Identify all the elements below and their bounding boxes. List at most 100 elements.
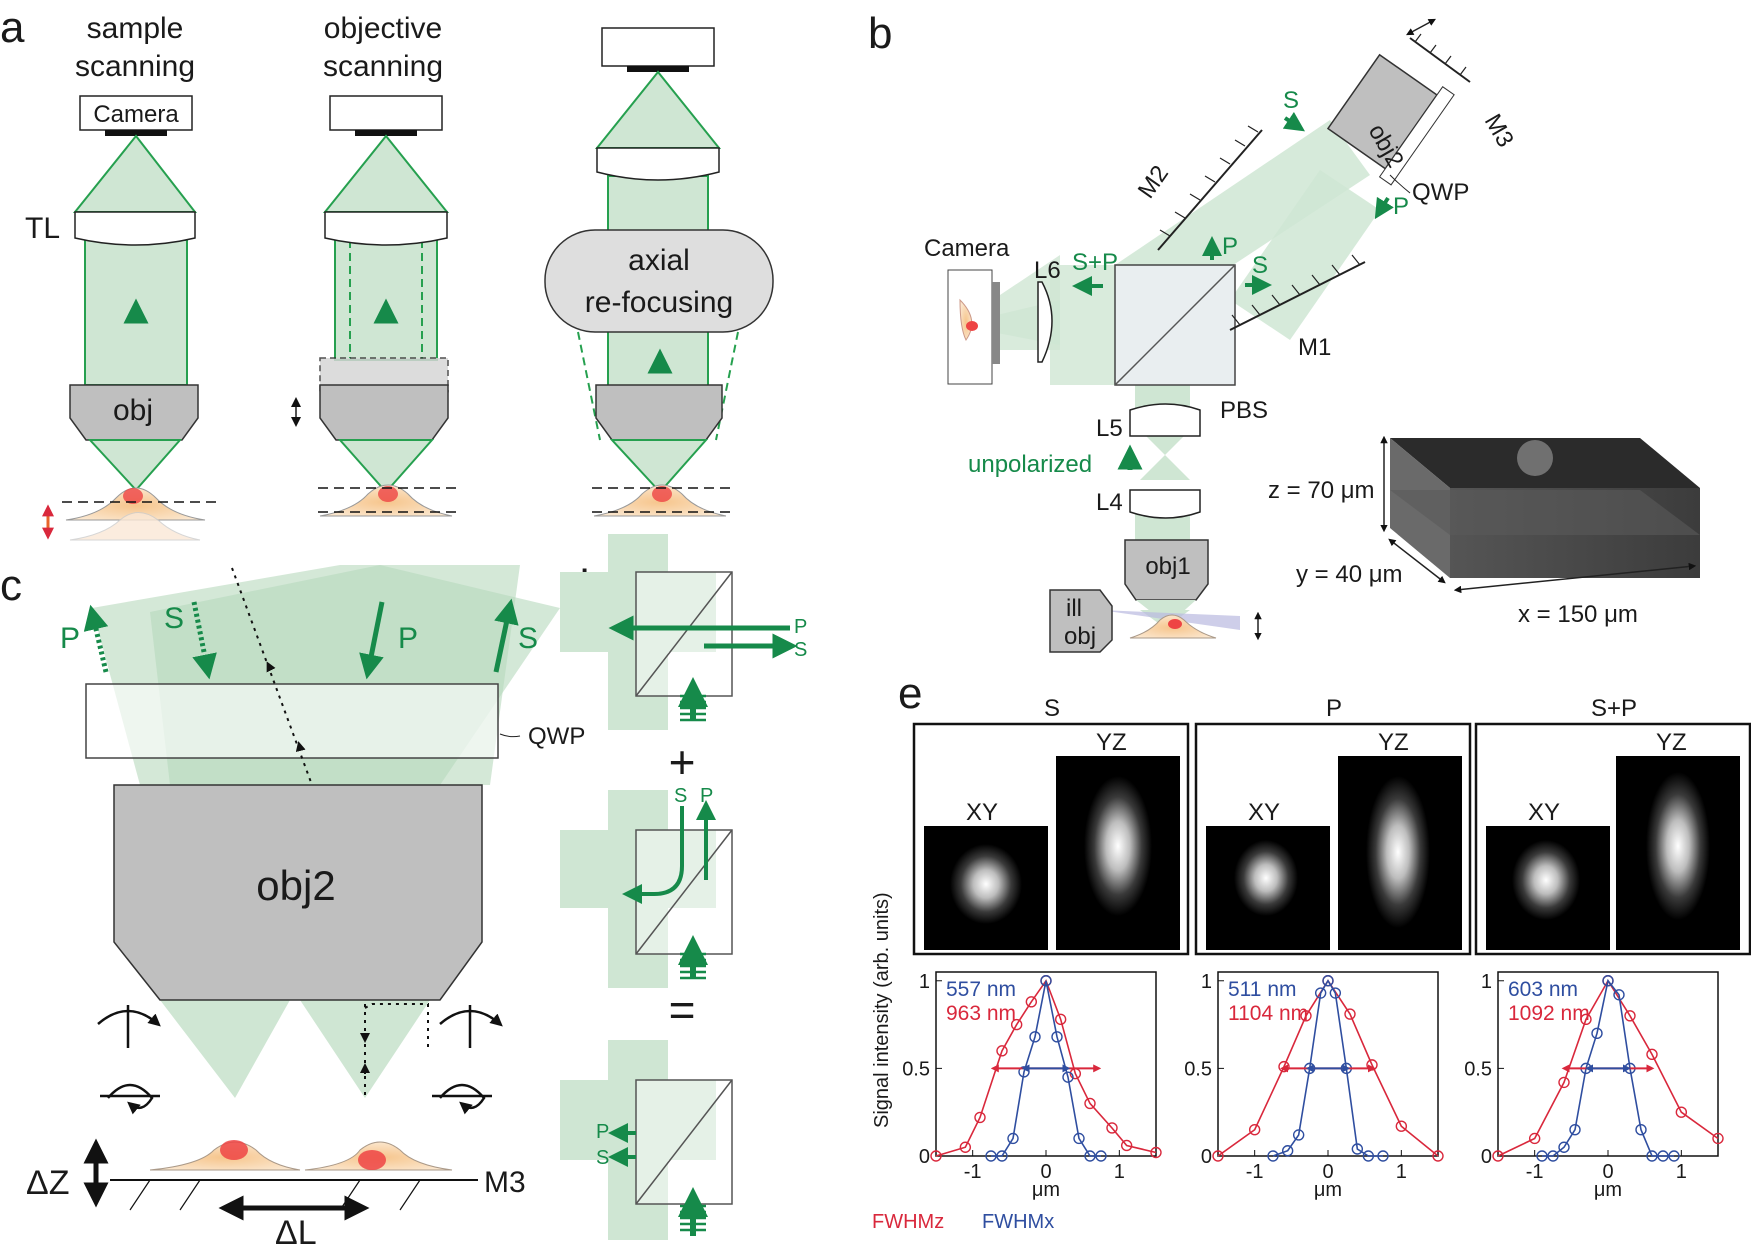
x-tick-label: 0 xyxy=(1040,1161,1051,1183)
data-point xyxy=(974,1111,986,1124)
data-point xyxy=(1120,1139,1133,1152)
l6-label: L6 xyxy=(1034,257,1061,284)
unpolarized-label: unpolarized xyxy=(968,451,1092,478)
data-point xyxy=(1536,1150,1548,1162)
y-tick-label: 1 xyxy=(1481,971,1492,993)
camera-box-2 xyxy=(329,95,443,131)
panel-a-letter: a xyxy=(0,3,25,52)
obj2-c xyxy=(113,784,483,1001)
cone-right xyxy=(300,1000,430,1098)
data-point xyxy=(1624,1010,1636,1022)
data-point xyxy=(1558,1076,1570,1089)
data-point xyxy=(1569,1124,1581,1136)
data-point xyxy=(1040,975,1052,987)
series-line-fwhmx xyxy=(991,980,1101,1157)
yz-spot-s xyxy=(1084,776,1152,916)
volume-cell-image xyxy=(1517,440,1553,476)
legend-fwhmx: FWHMx xyxy=(982,1211,1054,1233)
mirror-m1 xyxy=(1229,261,1366,331)
ray-arrow-1 xyxy=(266,661,276,673)
col2-title-line1: objective xyxy=(324,12,442,45)
data-point xyxy=(1248,1124,1261,1136)
obj1-label: obj1 xyxy=(1145,553,1190,580)
data-point xyxy=(1051,1031,1063,1043)
beam-sample-2 xyxy=(337,439,435,494)
beam-focus-2 xyxy=(322,134,450,213)
s-label-d3: S xyxy=(596,1147,609,1169)
data-point xyxy=(996,1150,1008,1162)
tube-lens-2 xyxy=(324,211,448,246)
col1-title-line1: sample xyxy=(87,12,184,45)
refocus-line1: axial xyxy=(628,244,690,277)
tl-label: TL xyxy=(25,212,60,245)
nucleus xyxy=(123,488,143,504)
tube-lens-3 xyxy=(596,147,720,181)
objective-scanning-diagram xyxy=(291,95,458,517)
ray-arrow-2 xyxy=(295,741,306,753)
y-tick-label: 0 xyxy=(1481,1146,1492,1168)
xy-spot-sp xyxy=(1512,840,1580,920)
data-point xyxy=(1528,1132,1541,1145)
objective-2 xyxy=(319,384,449,441)
data-point xyxy=(1073,1132,1085,1145)
camera-box xyxy=(79,95,193,131)
x-axis-label: μm xyxy=(1594,1179,1622,1201)
rotate-icon-4 xyxy=(439,1083,486,1115)
data-point xyxy=(985,1150,997,1162)
s-arrow-top xyxy=(1282,111,1305,132)
beam-focus-3 xyxy=(594,70,722,149)
pbs-label: PBS xyxy=(1220,397,1268,424)
fwhmx-value: 603 nm xyxy=(1508,978,1578,1001)
cross-beam-1 xyxy=(560,534,716,730)
panel-b: b PBS M1 M2 obj2 M3 QWP xyxy=(868,9,1700,653)
data-point xyxy=(1029,1031,1041,1043)
yz-label-sp: YZ xyxy=(1656,729,1687,756)
x-tick-label: -1 xyxy=(1246,1161,1264,1183)
beam-cross-bottom xyxy=(1140,455,1190,480)
data-point xyxy=(1300,1010,1312,1022)
plus-sign: + xyxy=(669,736,696,788)
col2-title-line2: scanning xyxy=(323,50,443,83)
y-tick-label: 0.5 xyxy=(1464,1058,1492,1080)
obj1-beam xyxy=(1136,600,1196,625)
data-point xyxy=(1292,1129,1305,1141)
s-label-d1: S xyxy=(794,639,807,661)
series-line-fwhmx xyxy=(1542,978,1674,1157)
cross-beam-3 xyxy=(560,1040,716,1240)
input-hatch-1 xyxy=(680,694,706,722)
m3-label-c: M3 xyxy=(484,1166,526,1199)
s-turn-arrow xyxy=(622,806,684,904)
cube-diag-2 xyxy=(635,829,733,955)
beam-from-obj2 xyxy=(1230,170,1380,340)
p-label-c: P xyxy=(60,622,80,655)
panel-e-letter: e xyxy=(898,669,922,718)
refocus-line2: re-focusing xyxy=(585,286,733,319)
y-tick-label: 0 xyxy=(919,1146,930,1168)
camera-sensor-b xyxy=(992,282,1000,364)
panel-b-letter: b xyxy=(868,9,892,58)
y-axis-label: Signal intensity (arb. units) xyxy=(871,892,893,1128)
data-point xyxy=(1675,1106,1688,1118)
l5-label: L5 xyxy=(1096,415,1123,442)
data-point xyxy=(1150,1146,1162,1159)
psf-column-sp: S+P XY YZ xyxy=(1474,695,1751,956)
cell-shifted xyxy=(69,512,201,541)
p-arrow-c xyxy=(83,604,109,673)
sample-scanning-diagram: Camera TL obj xyxy=(25,95,218,541)
pbs-d-3: P S xyxy=(560,1040,733,1240)
psf-column-p: P XY YZ xyxy=(1194,695,1472,956)
qwp-plate xyxy=(1378,86,1455,186)
panel-a: a sample scanning objective scanning Cam… xyxy=(0,3,774,541)
data-point xyxy=(1010,1018,1023,1031)
data-point xyxy=(1395,1120,1408,1132)
title-p: P xyxy=(1326,695,1342,722)
data-point xyxy=(1613,989,1625,1001)
data-point xyxy=(1106,1122,1118,1134)
axial-refocusing-diagram: axial re-focusing xyxy=(544,27,774,517)
cube-diag-1 xyxy=(635,571,733,697)
delta-l-label: ΔL xyxy=(275,1214,317,1251)
